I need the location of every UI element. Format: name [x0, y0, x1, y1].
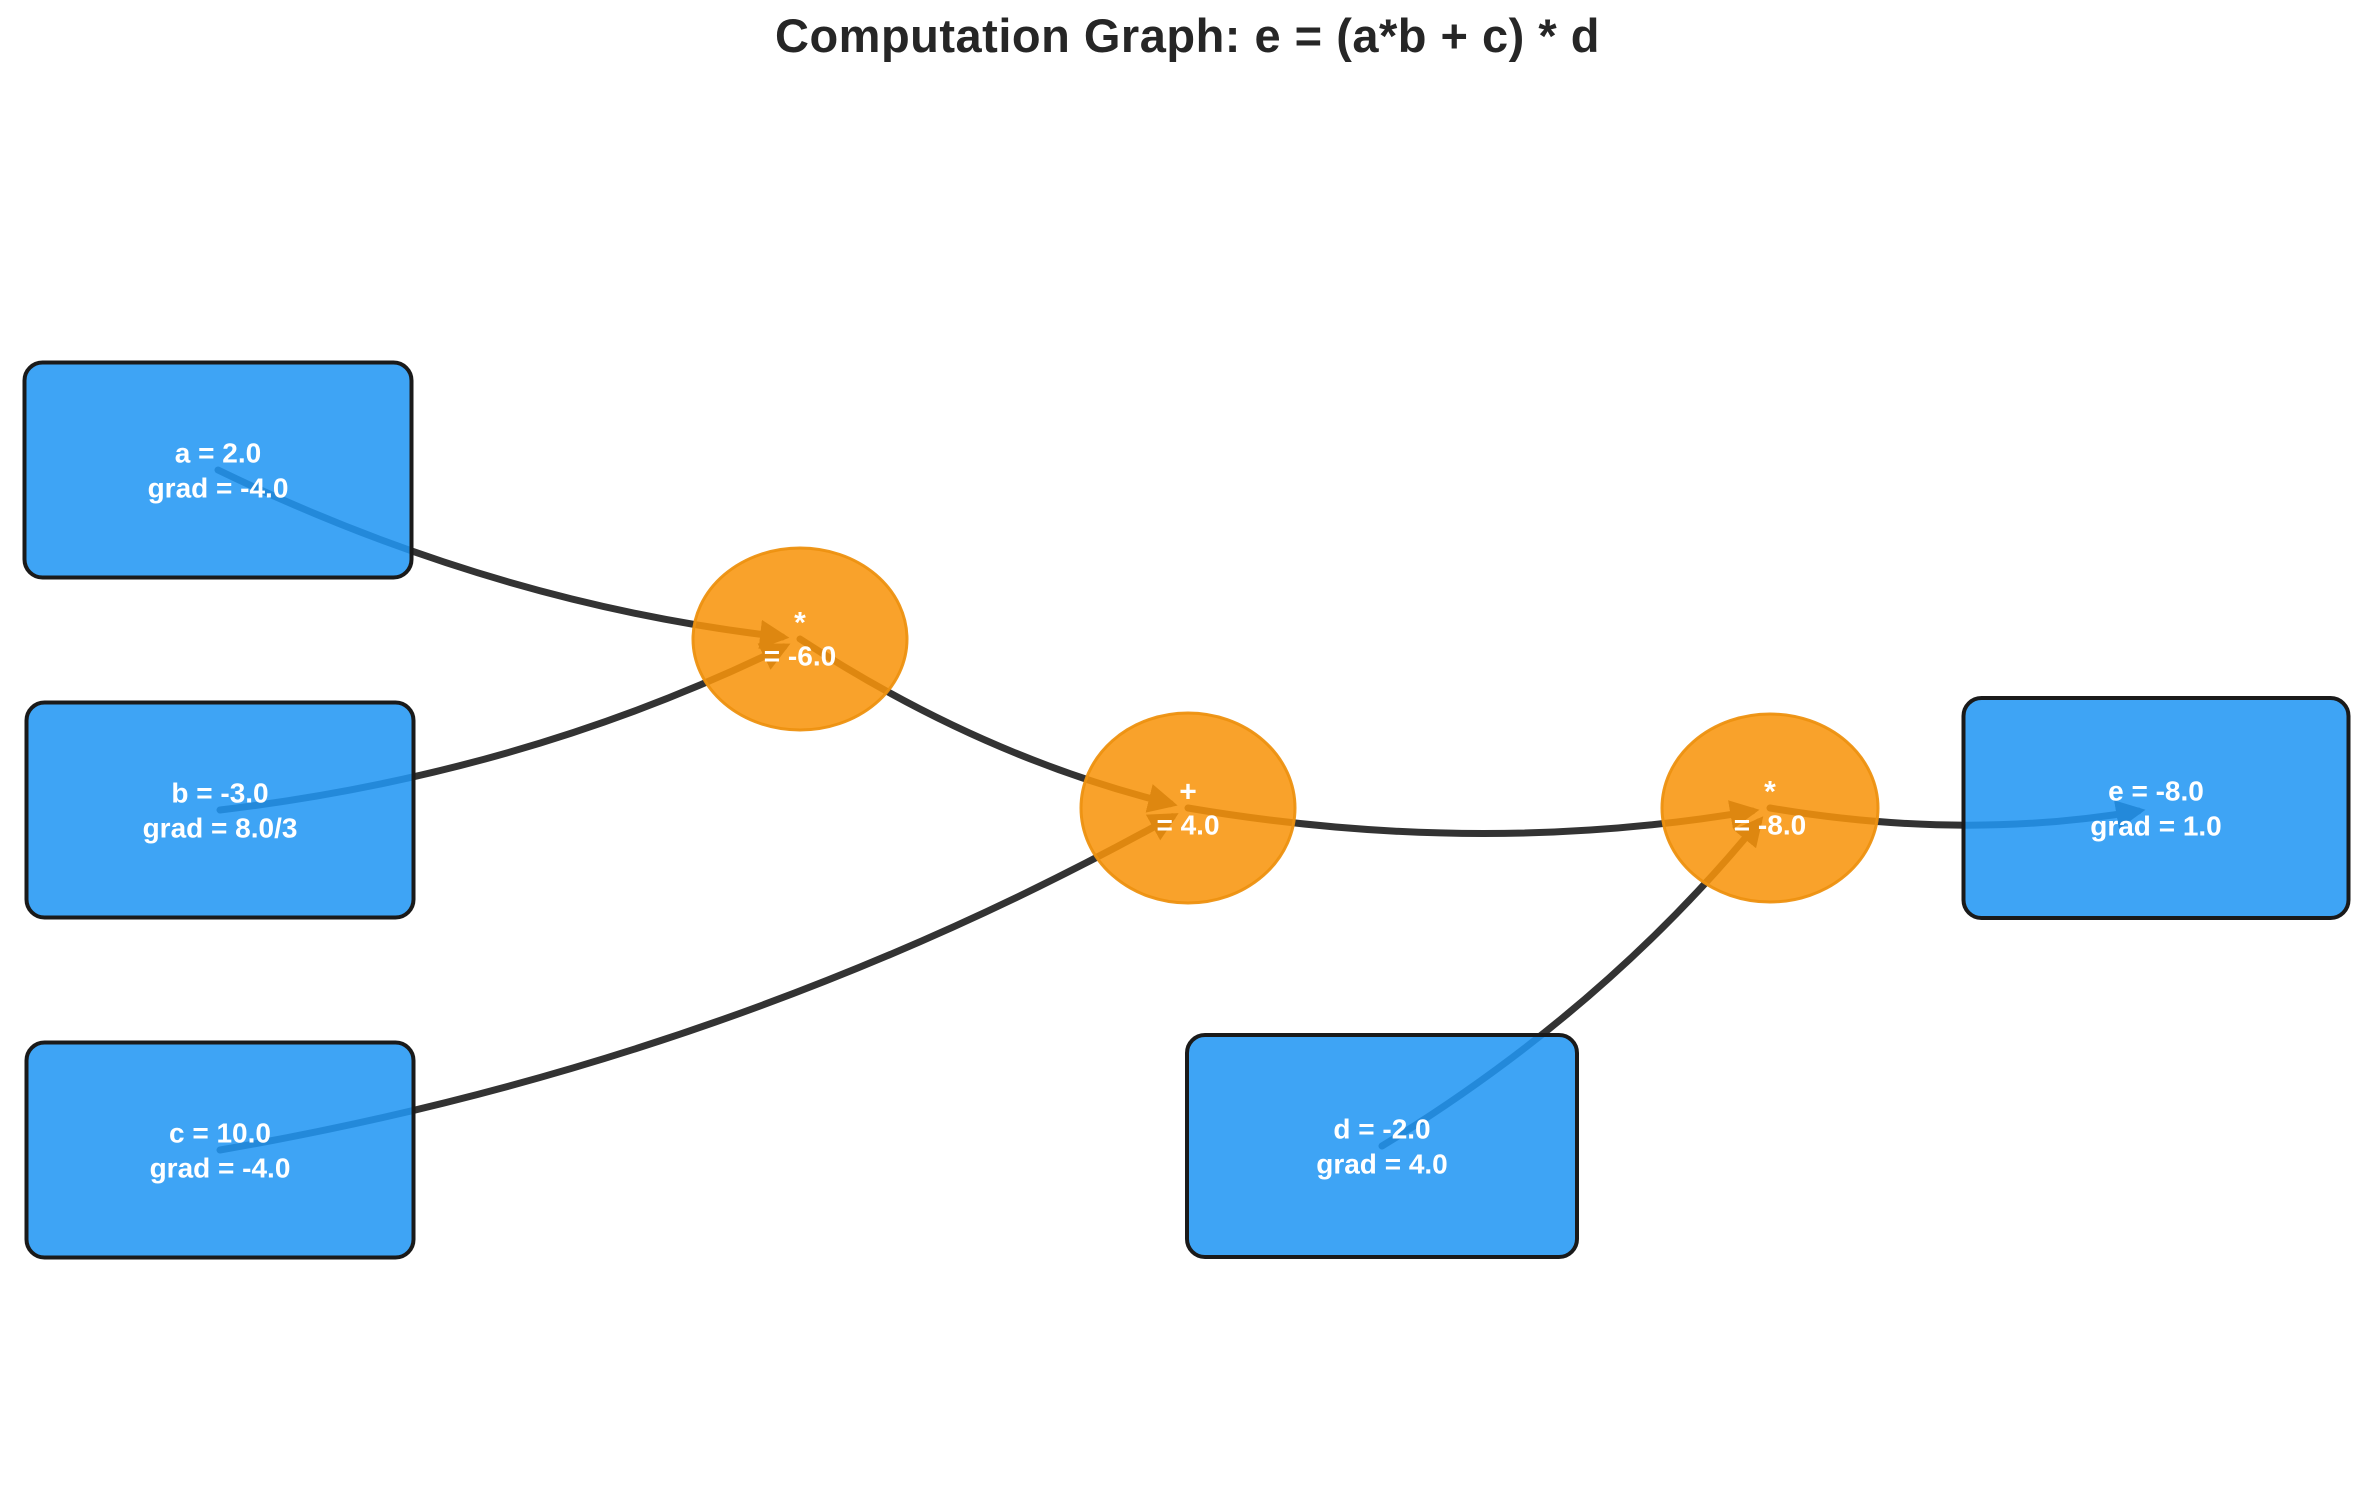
- var-node-box: [24, 700, 416, 920]
- op-result-label: = -8.0: [1734, 810, 1806, 841]
- node-grad-label: grad = 8.0/3: [143, 813, 298, 844]
- op-symbol-label: *: [1764, 776, 1776, 809]
- op-node-ellipse: [1079, 711, 1297, 905]
- op-node-ellipse: [691, 546, 909, 732]
- op-node-ellipse: [1660, 712, 1880, 904]
- var-node-d: d = -2.0 grad = 4.0: [1185, 1033, 1579, 1259]
- node-grad-label: grad = 1.0: [2090, 811, 2222, 842]
- var-node-b: b = -3.0 grad = 8.0/3: [24, 700, 416, 920]
- node-value-label: b = -3.0: [171, 778, 268, 809]
- node-value-label: d = -2.0: [1333, 1114, 1430, 1145]
- op-result-label: = -6.0: [764, 641, 836, 672]
- var-node-box: [1961, 696, 2351, 920]
- diagram-title: Computation Graph: e = (a*b + c) * d: [775, 9, 1600, 62]
- node-grad-label: grad = -4.0: [150, 1153, 291, 1184]
- node-layer: a = 2.0 grad = -4.0 b = -3.0 grad = 8.0/3 c …: [22, 360, 2351, 1260]
- node-value-label: a = 2.0: [175, 438, 261, 469]
- node-grad-label: grad = 4.0: [1316, 1149, 1448, 1180]
- var-node-e: e = -8.0 grad = 1.0: [1961, 696, 2351, 920]
- var-node-box: [22, 360, 414, 580]
- op-node-mul2: *= -8.0: [1660, 712, 1880, 904]
- op-node-mul1: *= -6.0: [691, 546, 909, 732]
- var-node-box: [24, 1040, 416, 1260]
- node-value-label: e = -8.0: [2108, 776, 2204, 807]
- op-symbol-label: +: [1179, 776, 1197, 809]
- var-node-c: c = 10.0 grad = -4.0: [24, 1040, 416, 1260]
- var-node-a: a = 2.0 grad = -4.0: [22, 360, 414, 580]
- node-grad-label: grad = -4.0: [148, 473, 289, 504]
- op-result-label: = 4.0: [1156, 810, 1219, 841]
- op-symbol-label: *: [794, 607, 806, 640]
- var-node-box: [1185, 1033, 1579, 1259]
- op-node-add: += 4.0: [1079, 711, 1297, 905]
- node-value-label: c = 10.0: [169, 1118, 271, 1149]
